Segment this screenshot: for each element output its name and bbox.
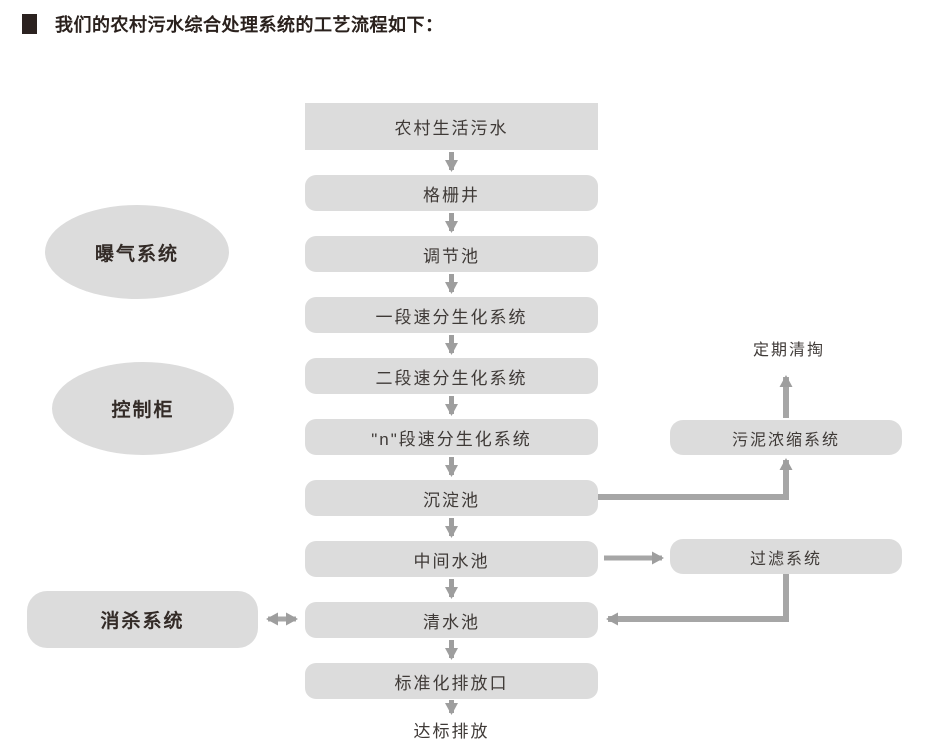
node-intermediate-pool: 中间水池 [305, 541, 598, 577]
node-regulating-pool: 调节池 [305, 236, 598, 272]
node-sludge-thickening-system: 污泥浓缩系统 [670, 420, 902, 455]
node-bio-stage-1: 一段速分生化系统 [305, 297, 598, 333]
node-bio-stage-n: "n"段速分生化系统 [305, 419, 598, 455]
node-standard-outlet: 标准化排放口 [305, 663, 598, 699]
node-aeration-system: 曝气系统 [45, 205, 229, 299]
node-rural-sewage: 农村生活污水 [305, 103, 598, 150]
node-control-cabinet: 控制柜 [52, 362, 234, 455]
node-clean-water-pool: 清水池 [305, 602, 598, 638]
page-title: 我们的农村污水综合处理系统的工艺流程如下： [55, 15, 444, 35]
node-disinfection-system: 消杀系统 [27, 591, 258, 648]
connector-filter-to-cleanwater [606, 574, 789, 626]
square-bullet-icon [22, 14, 37, 34]
page-title-row: 我们的农村污水综合处理系统的工艺流程如下： [22, 11, 444, 37]
label-periodic-cleanout: 定期清掏 [752, 342, 825, 359]
node-bio-stage-2: 二段速分生化系统 [305, 358, 598, 394]
label-compliant-discharge: 达标排放 [413, 721, 490, 741]
connector-sedimentation-to-sludge [598, 458, 793, 500]
node-filtration-system: 过滤系统 [670, 539, 902, 574]
node-grid-well: 格栅井 [305, 175, 598, 211]
node-sedimentation-pool: 沉淀池 [305, 480, 598, 516]
